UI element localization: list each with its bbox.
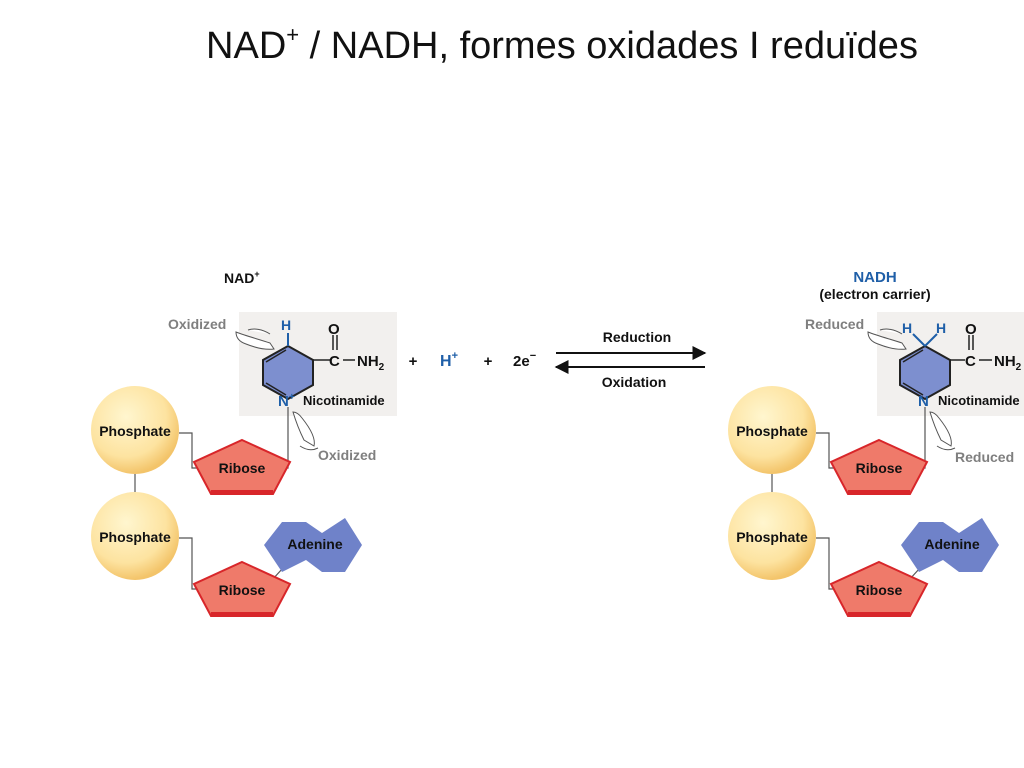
electron-carrier-label: (electron carrier) bbox=[819, 286, 930, 302]
title-rest: / NADH, formes oxidades I reduïdes bbox=[299, 25, 918, 67]
ring-h: H bbox=[902, 320, 912, 336]
phosphate-label: Phosphate bbox=[736, 529, 808, 545]
phosphate-label: Phosphate bbox=[99, 423, 171, 439]
hydrogen-ion: H+ bbox=[440, 350, 458, 370]
adenine-label: Adenine bbox=[924, 536, 979, 552]
adenine-shape bbox=[264, 518, 362, 572]
nicotinamide-label: Nicotinamide bbox=[303, 393, 385, 408]
ring-nh2: NH2 bbox=[994, 353, 1022, 373]
phosphate-sphere bbox=[91, 492, 179, 580]
phosphate-sphere bbox=[91, 386, 179, 474]
reaction-equation: + H+ + 2e− Reduction Oxidation bbox=[409, 329, 707, 390]
oxidation-label: Oxidation bbox=[602, 374, 667, 390]
ribose-label: Ribose bbox=[219, 460, 266, 476]
title-nad: NAD bbox=[206, 25, 286, 67]
svg-text:NAD+ / NADH, formes oxidades I: NAD+ / NADH, formes oxidades I reduïdes bbox=[206, 22, 918, 67]
nadh-label: NADH bbox=[853, 269, 896, 286]
ring-h: H bbox=[936, 320, 946, 336]
oxidized-label-top: Oxidized bbox=[168, 316, 226, 332]
pointing-hand-icon bbox=[235, 328, 275, 350]
pointing-hand-icon bbox=[292, 411, 319, 451]
pointing-hand-icon bbox=[867, 328, 907, 350]
plus-sign: + bbox=[409, 353, 418, 370]
ring-o: O bbox=[328, 321, 340, 338]
ring-o: O bbox=[965, 321, 977, 338]
adenine-shape bbox=[901, 518, 999, 572]
phosphate-label: Phosphate bbox=[99, 529, 171, 545]
slide-title: NAD+ / NADH, formes oxidades I reduïdes bbox=[206, 22, 918, 67]
ring-c: C bbox=[965, 353, 976, 370]
nad-plus-molecule: NAD+ H O C NH2 N+ Nicotinamide Oxidized … bbox=[91, 269, 397, 617]
ring-c: C bbox=[329, 353, 340, 370]
phosphate-sphere bbox=[728, 386, 816, 474]
plus-sign: + bbox=[484, 353, 493, 370]
phosphate-sphere bbox=[728, 492, 816, 580]
nicotinamide-label: Nicotinamide bbox=[938, 393, 1020, 408]
nad-plus-label: NAD+ bbox=[224, 269, 260, 286]
phosphate-label: Phosphate bbox=[736, 423, 808, 439]
ring-n-plus: N+ bbox=[278, 392, 295, 410]
ribose-label: Ribose bbox=[856, 460, 903, 476]
ribose-label: Ribose bbox=[219, 582, 266, 598]
ring-n: N bbox=[918, 393, 929, 410]
reduced-label-bottom: Reduced bbox=[955, 449, 1014, 465]
pointing-hand-icon bbox=[929, 411, 956, 451]
reduction-label: Reduction bbox=[603, 329, 671, 345]
oxidized-label-bottom: Oxidized bbox=[318, 447, 376, 463]
ribose-label: Ribose bbox=[856, 582, 903, 598]
ring-nh2: NH2 bbox=[357, 353, 385, 373]
electrons: 2e− bbox=[513, 350, 536, 370]
nadh-molecule: NADH (electron carrier) H H O C NH2 N Ni… bbox=[728, 269, 1024, 617]
adenine-label: Adenine bbox=[287, 536, 342, 552]
ring-h: H bbox=[281, 317, 291, 333]
title-superscript: + bbox=[286, 22, 299, 47]
reduced-label-top: Reduced bbox=[805, 316, 864, 332]
